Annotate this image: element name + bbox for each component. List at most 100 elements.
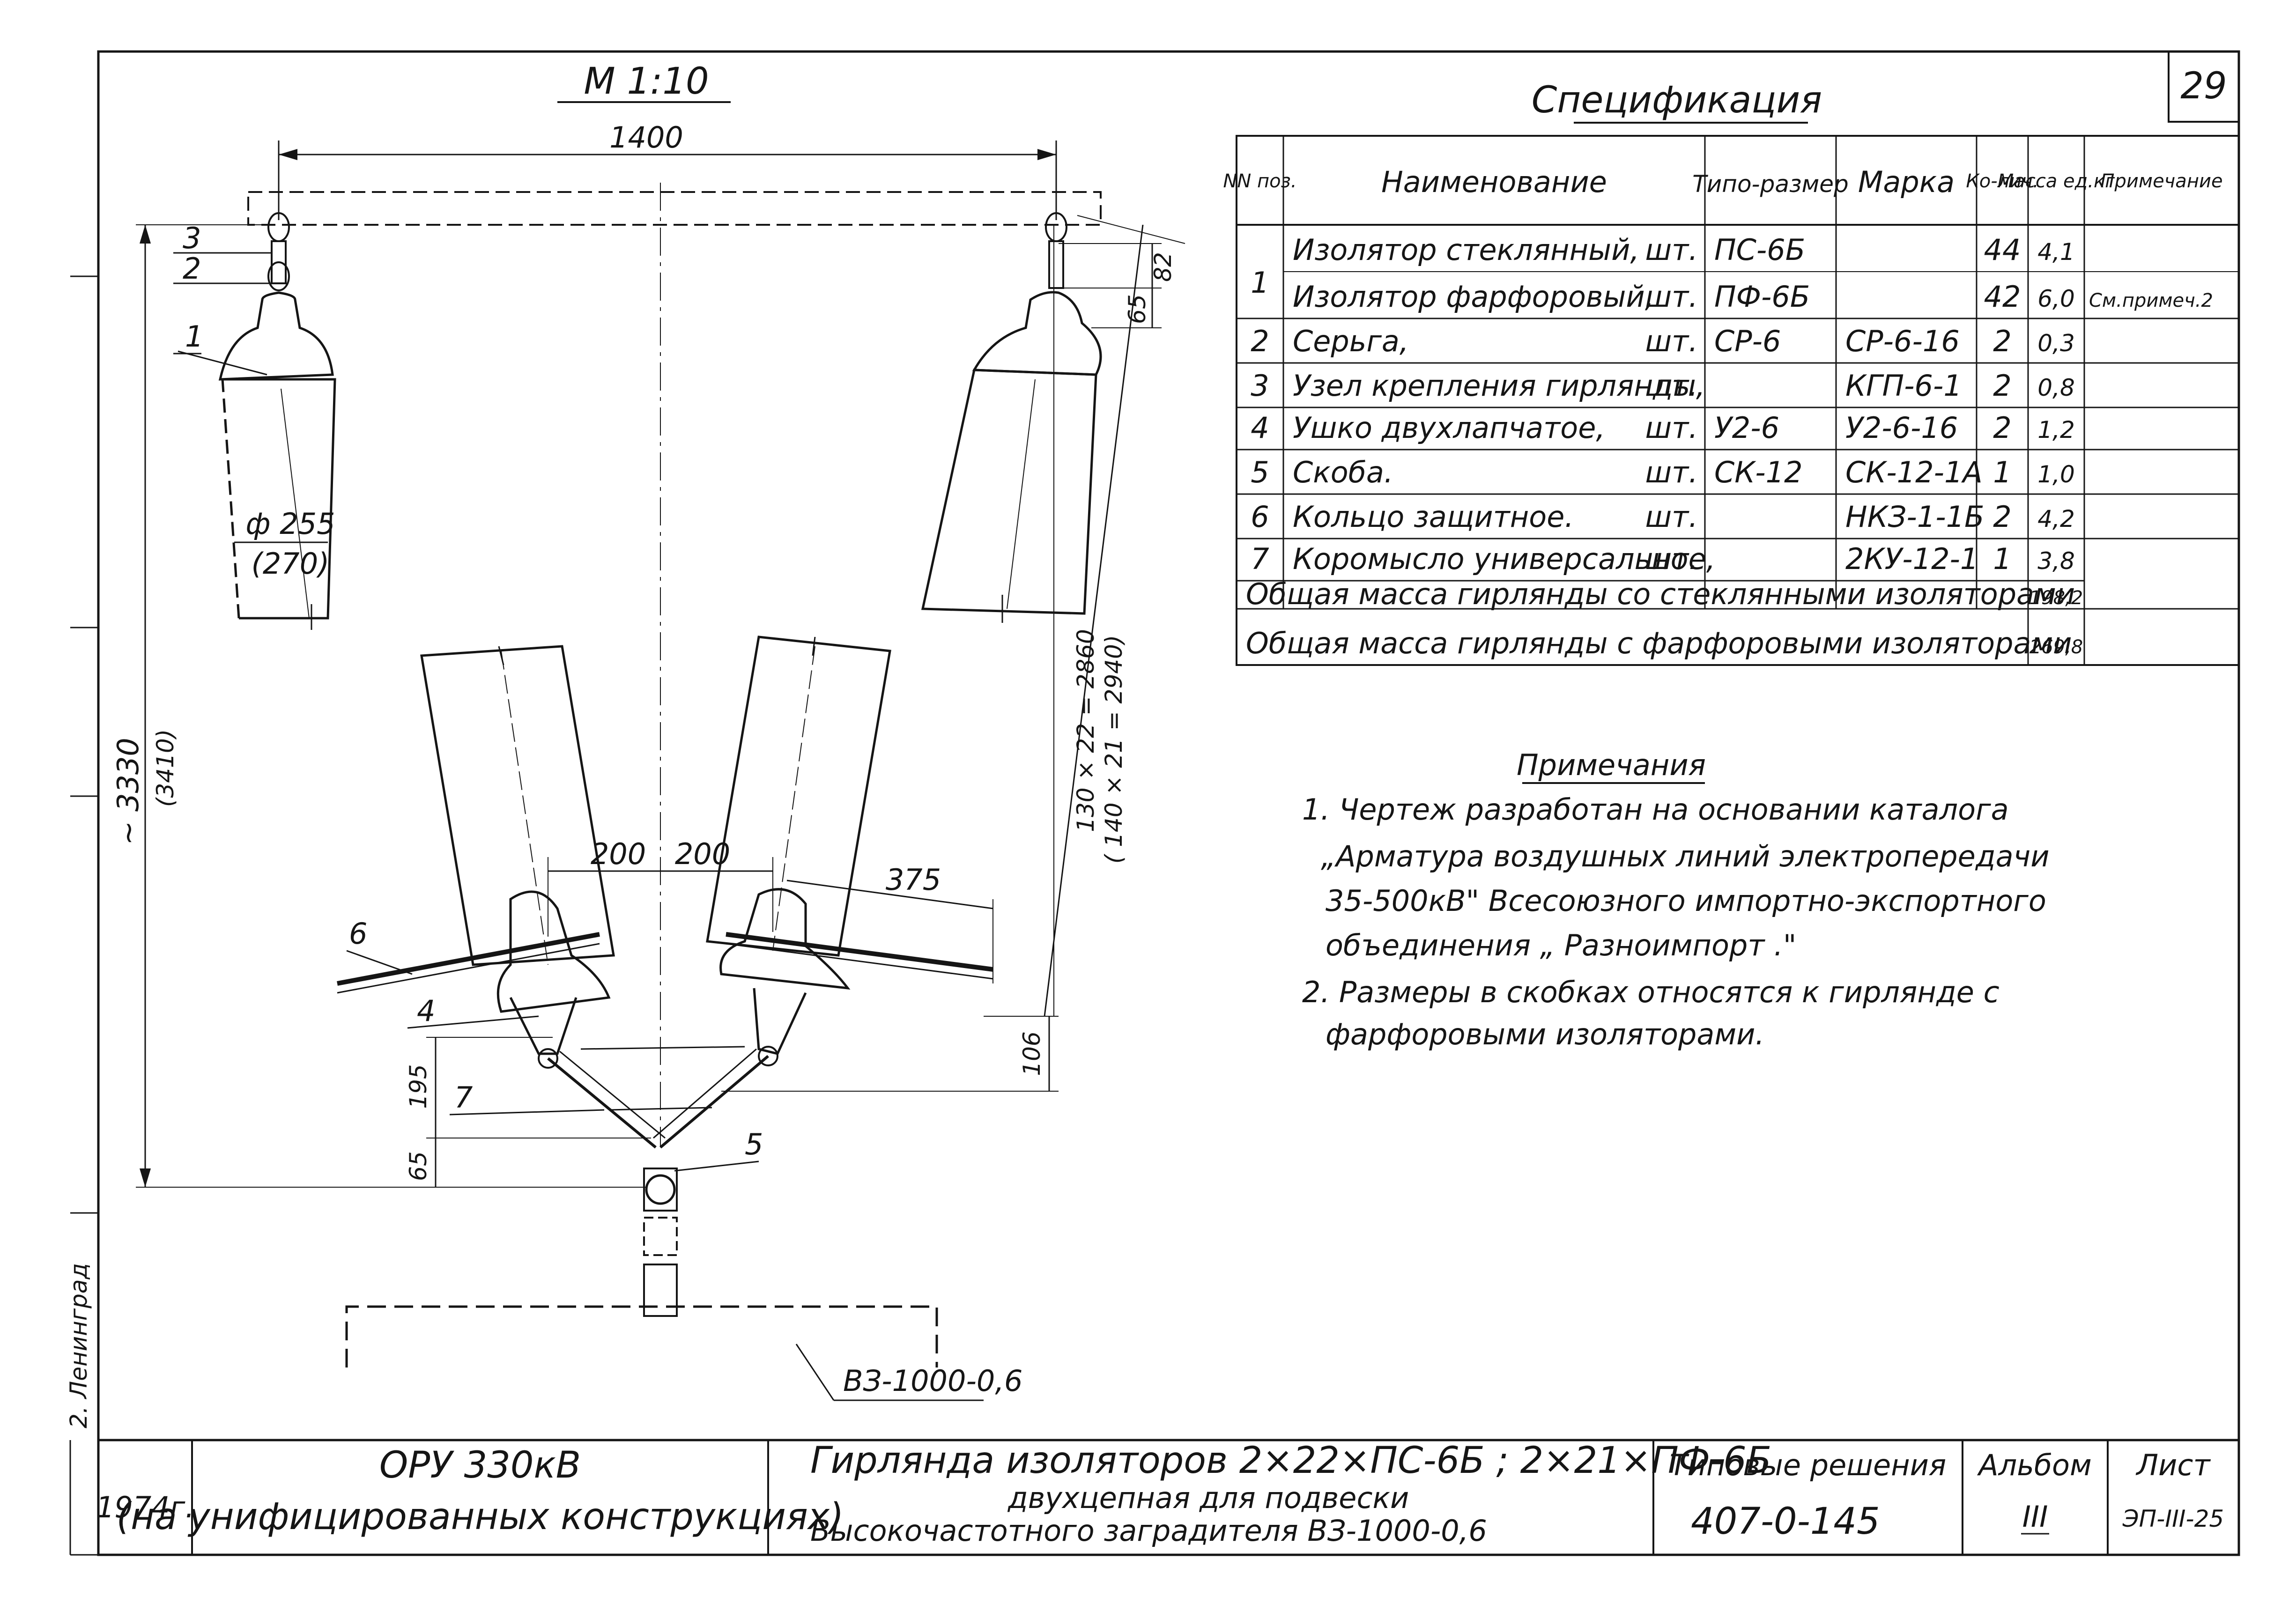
tb-desc-3: Высокочастотного заградителя ВЗ-1000-0,6 [810,1514,1487,1548]
note-line: объединения „ Разноимпорт ." [1326,928,1796,962]
svg-text:1: 1 [185,319,203,354]
svg-text:СК-12-1А: СК-12-1А [1845,455,1983,489]
svg-text:0,3: 0,3 [2037,330,2075,357]
callout-7: 7 [449,1080,605,1116]
tb-series-label: Типовые решения [1670,1448,1946,1482]
svg-text:Ушко двухлапчатое,: Ушко двухлапчатое, [1293,411,1605,445]
svg-text:шт.: шт. [1645,455,1698,489]
spec-row: 6 Кольцо защитное. шт. НКЗ-1-1Б 2 4,2 [1251,500,2074,534]
scale-label: М 1:10 [557,60,731,103]
svg-text:0,8: 0,8 [2037,374,2075,401]
svg-text:У2-6: У2-6 [1714,411,1779,445]
hdr-pos: NN поз. [1223,170,1296,192]
dim-106: 106 [1018,1031,1045,1076]
callout-4: 4 [407,994,539,1029]
svg-text:шт.: шт. [1645,324,1698,358]
hdr-mark: Марка [1858,165,1955,199]
svg-text:шт.: шт. [1645,280,1698,314]
svg-text:1: 1 [1993,455,2011,489]
svg-text:7: 7 [1251,542,1269,576]
callout-3: 3 [173,221,272,255]
svg-text:ПС-6Б: ПС-6Б [1714,233,1805,267]
svg-text:3: 3 [1251,369,1269,403]
tb-album-value: III [2022,1500,2048,1534]
spec-row: 3 Узел крепления гирлянды, шт. КГП-6-1 2… [1251,369,2074,403]
tb-sheet-value: ЭП-III-25 [2122,1505,2224,1532]
svg-text:5: 5 [745,1127,763,1161]
dim-span: 1400 [609,120,683,155]
svg-text:Общая масса гирлянды со стекля: Общая масса гирлянды со стеклянными изол… [1246,577,2075,611]
dim-200-left: 200 [591,837,646,871]
svg-text:шт.: шт. [1645,233,1698,267]
svg-text:4: 4 [1251,411,1269,445]
svg-text:Изолятор фарфоровый,: Изолятор фарфоровый, [1293,280,1654,314]
tb-desc-2: двухцепная для подвески [1007,1481,1409,1515]
svg-text:1,0: 1,0 [2037,461,2075,488]
svg-text:ПФ-6Б: ПФ-6Б [1714,280,1810,314]
spec-row: 2 Серьга, шт. СР-6 СР-6-16 2 0,3 [1251,324,2074,358]
spec-title: Спецификация [1532,79,1822,121]
svg-text:7: 7 [454,1080,473,1115]
svg-text:СР-6-16: СР-6-16 [1845,324,1960,358]
spec-row: Изолятор фарфоровый, шт. ПФ-6Б 42 6,0 См… [1293,280,2213,314]
spec-total-row: Общая масса гирлянды со стеклянными изол… [1246,577,2083,611]
dim-195: 195 [405,1064,432,1109]
spec-table: Спецификация NN поз. Наименование Типо-р… [1223,79,2240,666]
dim-chain: 130 × 22 = 2860 [1072,629,1099,832]
notes-title: Примечания [1517,748,1706,782]
svg-text:2: 2 [1993,500,2011,534]
svg-text:Изолятор стеклянный,: Изолятор стеклянный, [1293,233,1639,267]
note-line: „Арматура воздушных линий электропередач… [1321,839,2050,873]
spec-row: 5 Скоба. шт. СК-12 СК-12-1А 1 1,0 [1251,455,2074,489]
hdr-type: Типо-размер [1692,170,1849,198]
svg-text:2: 2 [1993,324,2011,358]
spec-row: 4 Ушко двухлапчатое, шт. У2-6 У2-6-16 2 … [1251,411,2074,445]
svg-text:42: 42 [1984,280,2021,314]
svg-text:Общая масса гирлянды с фарфоро: Общая масса гирлянды с фарфоровыми изоля… [1246,626,2072,660]
svg-text:3,8: 3,8 [2037,547,2075,575]
svg-text:Скоба.: Скоба. [1293,455,1393,489]
tb-desc-1: Гирлянда изоляторов 2×22×ПС-6Б ; 2×21×ПФ… [810,1440,1771,1482]
dim-total-alt: (3410) [152,729,179,807]
sheet-number-box: 29 [2168,51,2240,123]
note-line: фарфоровыми изоляторами. [1326,1017,1764,1051]
svg-text:4,2: 4,2 [2037,505,2075,532]
svg-text:2: 2 [183,251,201,286]
callout-5: 5 [674,1127,763,1172]
dim-82: 82 [1149,252,1177,282]
dim-375: 375 [886,863,941,897]
tb-series-value: 407-0-145 [1691,1501,1880,1543]
left-upper-string [218,212,336,630]
svg-text:1: 1 [1251,266,1269,300]
svg-text:Кольцо защитное.: Кольцо защитное. [1293,500,1574,534]
svg-text:НКЗ-1-1Б: НКЗ-1-1Б [1845,500,1985,534]
spec-row: 1 Изолятор стеклянный, шт. ПС-6Б 44 4,1 [1251,233,2074,300]
scale-text: М 1:10 [584,60,709,103]
svg-text:Коромысло универсальное,: Коромысло универсальное, [1293,542,1715,576]
note-line: 2. Размеры в скобках относятся к гирлянд… [1302,975,2000,1009]
dim-diameter: ф 255 [245,507,335,541]
tb-org-2: (на унифицированных конструкциях) [117,1496,844,1538]
hdr-note: Примечание [2100,170,2222,192]
sheet-frame [69,50,2240,1556]
tb-sheet-label: Лист [2135,1448,2211,1482]
trap-label: ВЗ-1000-0,6 [843,1364,1022,1398]
svg-text:См.примеч.2: См.примеч.2 [2089,290,2213,311]
svg-text:шт.: шт. [1645,369,1698,403]
side-note: 2. Ленинград [65,1263,92,1428]
svg-text:1,2: 1,2 [2037,416,2075,444]
tb-org-1: ОРУ 330кВ [379,1444,581,1486]
svg-text:СР-6: СР-6 [1714,324,1781,358]
hdr-name: Наименование [1381,165,1607,199]
svg-text:1: 1 [1993,542,2011,576]
svg-text:2: 2 [1993,369,2011,403]
dim-65-top: 65 [1124,294,1151,324]
svg-text:КГП-6-1: КГП-6-1 [1845,369,1962,403]
svg-text:4,1: 4,1 [2037,238,2075,266]
svg-text:6,0: 6,0 [2037,285,2075,312]
hdr-mass: Масса ед.кг [1998,170,2115,192]
svg-text:Узел крепления гирлянды,: Узел крепления гирлянды, [1293,369,1705,403]
insulator-string-drawing: 1400 ф 255 (270) [111,120,1185,1401]
lower-right-string [706,636,891,990]
